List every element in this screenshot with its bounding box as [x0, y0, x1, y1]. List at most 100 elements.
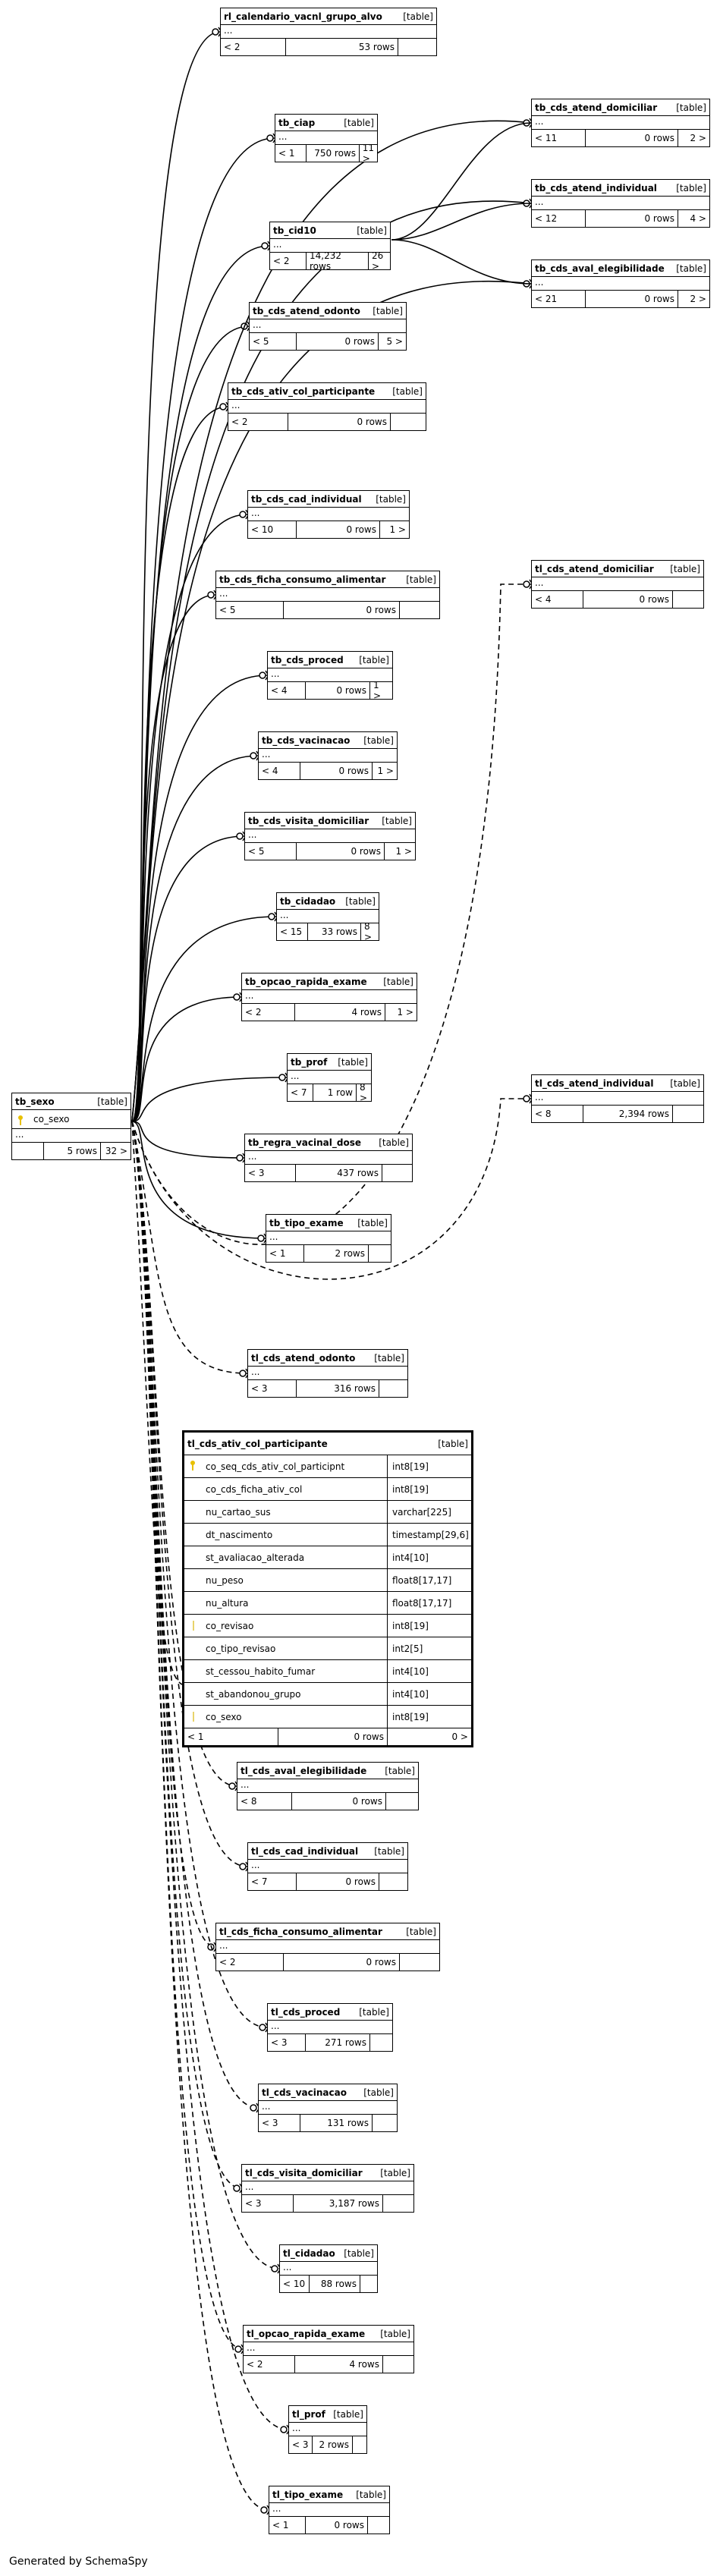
relationship-line	[131, 1121, 237, 1787]
row-count: 53 rows	[358, 42, 395, 52]
row-count: 0 rows	[366, 605, 396, 615]
column-row: co_tipo_revisao int2[5]	[184, 1637, 471, 1660]
ellipsis-row: ...	[289, 2423, 366, 2436]
column-name: nu_altura	[206, 1597, 249, 1609]
column-type: int2[5]	[392, 1643, 423, 1654]
table-header: tb_cds_aval_elegibilidade[table]	[532, 260, 709, 277]
column-name: co_tipo_revisao	[206, 1643, 276, 1654]
relationship-line	[391, 239, 532, 285]
table-type: [table]	[670, 1077, 700, 1089]
ellipsis-row: ...	[242, 2181, 413, 2195]
column-name: co_sexo	[33, 1114, 70, 1124]
table-tb-cds-ativ-col-participante[interactable]: tb_cds_ativ_col_participante[table]...< …	[228, 382, 426, 431]
table-rl-calendario-vacnl-grupo-alvo[interactable]: rl_calendario_vacnl_grupo_alvo[table]...…	[220, 8, 437, 56]
column-name: dt_nascimento	[206, 1529, 273, 1540]
table-header: tb_cds_ficha_consumo_alimentar[table]	[216, 571, 439, 588]
parent-count: < 10	[248, 521, 297, 538]
table-header: tb_cds_cad_individual[table]	[248, 491, 409, 508]
child-count: 5 >	[378, 333, 406, 350]
parent-count: < 1	[266, 1245, 304, 1262]
table-type: [table]	[333, 2408, 363, 2420]
table-tb-sexo[interactable]: tb_sexo [table] co_sexo ... 5 rows 32 >	[11, 1093, 131, 1160]
table-type: [table]	[359, 2006, 389, 2018]
ellipsis-row: ...	[248, 1860, 407, 1873]
table-tb-cds-ficha-consumo-alimentar[interactable]: tb_cds_ficha_consumo_alimentar[table]...…	[215, 571, 440, 619]
row-count: 88 rows	[320, 2279, 357, 2289]
ellipsis-row: ...	[275, 131, 377, 145]
relationship-end-icon	[271, 2265, 278, 2272]
table-header: tl_cds_atend_odonto[table]	[248, 1350, 407, 1367]
row-count: 4 rows	[351, 1007, 382, 1018]
ellipsis-row: ...	[532, 197, 709, 210]
table-header: tb_cds_atend_individual[table]	[532, 180, 709, 197]
table-header: tb_ciap[table]	[275, 115, 377, 131]
table-name: tb_sexo	[15, 1096, 55, 1107]
relationship-end-icon	[239, 511, 247, 518]
relationship-end-icon	[236, 832, 244, 840]
relationship-line	[131, 1121, 266, 1239]
table-name: tb_cidadao	[280, 895, 336, 907]
table-tl-cds-ativ-col-participante[interactable]: tl_cds_ativ_col_participante [table] co_…	[182, 1430, 473, 1747]
table-type: [table]	[376, 493, 406, 505]
ellipsis-row: ...	[228, 400, 426, 414]
table-type: [table]	[344, 2247, 374, 2259]
relationship-end-icon	[207, 591, 215, 599]
ellipsis-row: ...	[244, 2342, 413, 2356]
table-name: tl_cds_ativ_col_participante	[187, 1438, 328, 1449]
parent-count: < 8	[532, 1106, 583, 1122]
parent-count: < 7	[288, 1084, 313, 1101]
ellipsis-row: ...	[245, 1151, 412, 1165]
table-name: tb_opcao_rapida_exame	[245, 976, 367, 987]
table-name: tb_cds_ficha_consumo_alimentar	[219, 574, 386, 585]
ellipsis-row: ...	[259, 749, 397, 763]
table-type: [table]	[380, 2328, 410, 2339]
table-header: tl_cds_ativ_col_participante [table]	[184, 1433, 471, 1455]
ellipsis-row: ...	[242, 990, 417, 1004]
row-count: 0 rows	[644, 294, 674, 304]
child-count: 2 >	[678, 291, 709, 307]
table-header: tl_cds_proced[table]	[268, 2004, 392, 2021]
table-tl-cds-ficha-consumo-alimentar[interactable]: tl_cds_ficha_consumo_alimentar[table]...…	[215, 1923, 440, 1971]
row-count: 316 rows	[334, 1383, 376, 1394]
table-header: tb_sexo [table]	[12, 1093, 130, 1110]
parent-count: < 1	[184, 1728, 278, 1745]
child-count-empty	[672, 591, 703, 608]
ellipsis-row: ...	[259, 2101, 397, 2115]
row-count: 0 rows	[351, 846, 381, 857]
table-footer: 5 rows 32 >	[12, 1143, 130, 1159]
